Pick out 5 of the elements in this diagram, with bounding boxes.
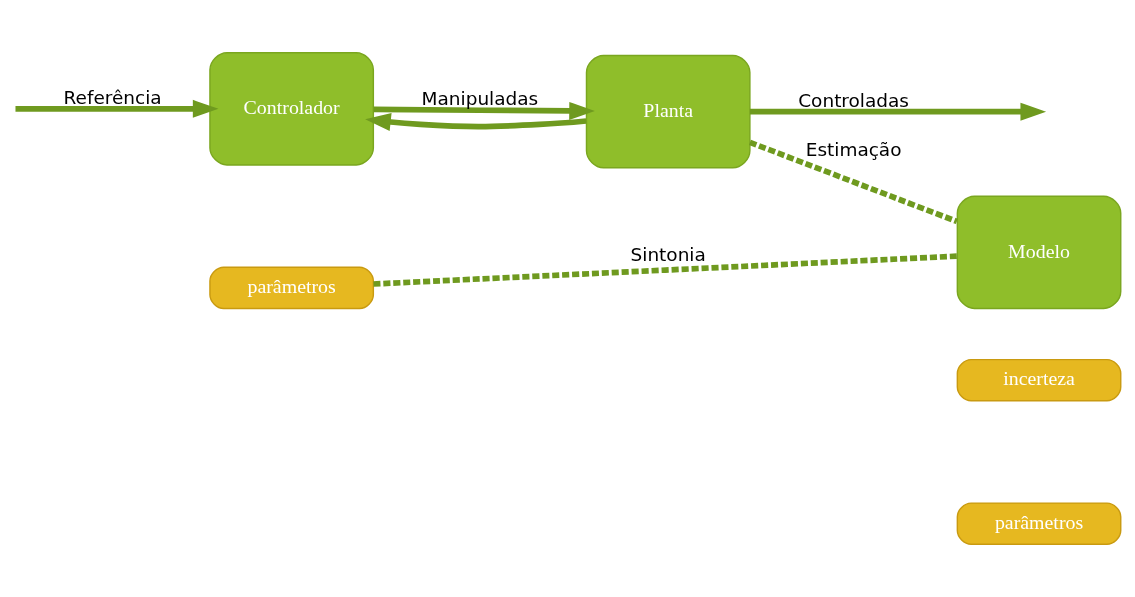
edge-label: Estimação bbox=[805, 139, 902, 161]
edge-label: Sintonia bbox=[630, 244, 706, 266]
edge-label: Referência bbox=[63, 86, 162, 108]
edge-label: Manipuladas bbox=[421, 88, 539, 110]
edge-label: Controladas bbox=[798, 89, 909, 111]
